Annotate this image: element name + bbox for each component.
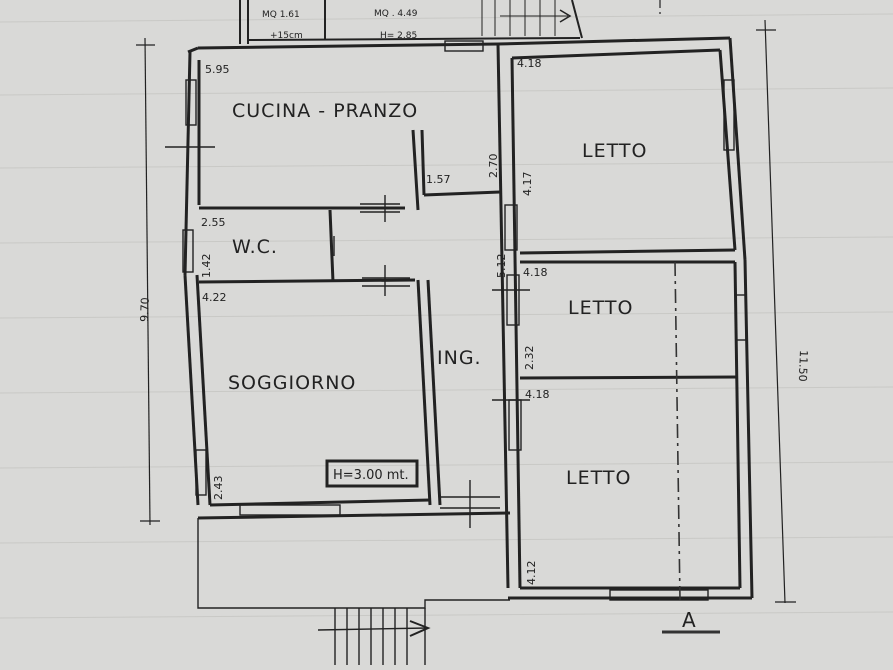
walls	[183, 36, 754, 600]
top-fragment	[239, 0, 583, 44]
room-label-kitchen: CUCINA - PRANZO	[232, 100, 418, 122]
section-marker: A	[682, 608, 696, 632]
dim-wc-depth: 1.42	[200, 254, 213, 279]
height-note: H=3.00 mt.	[333, 468, 409, 483]
room-label-bedroom-mid: LETTO	[568, 297, 633, 319]
room-label-bedroom-top: LETTO	[582, 140, 647, 162]
note-right-label: H= 2.85	[380, 31, 417, 41]
dim-kitchen-width: 5.95	[205, 63, 230, 76]
dim-kitchen-depth: 2.70	[487, 154, 500, 179]
room-label-living: SOGGIORNO	[228, 372, 356, 394]
note-left-label: +15cm	[270, 31, 303, 41]
dim-wc-width: 2.55	[201, 216, 226, 229]
section-axis	[662, 261, 720, 634]
mq-left-label: MQ 1.61	[262, 10, 300, 20]
dim-living-depth: 2.43	[212, 476, 225, 501]
dim-bed-top-width: 4.18	[517, 57, 542, 70]
dim-living-width: 4.22	[202, 291, 227, 304]
dimension-lines	[136, 0, 796, 604]
room-label-wc: W.C.	[232, 236, 278, 258]
room-label-entrance: ING.	[437, 347, 482, 369]
dim-bed-mid-width: 4.18	[523, 266, 548, 279]
room-label-bedroom-bottom: LETTO	[566, 467, 631, 489]
paper-lines	[0, 13, 893, 619]
terrace	[197, 518, 510, 665]
openings	[165, 40, 747, 601]
height-note-box	[325, 459, 419, 488]
dim-bed-bottom-width: 4.18	[525, 388, 550, 401]
dim-bed-bottom-depth: 4.12	[525, 561, 538, 586]
dim-bed-top-depth: 4.17	[521, 172, 534, 197]
dim-corridor: 5.12	[495, 254, 508, 279]
overall-right-dimension: 11.50	[796, 350, 810, 382]
dim-closet: 1.57	[426, 173, 451, 186]
overall-left-dimension: 9.70	[138, 297, 152, 322]
mq-right-label: MQ . 4.49	[374, 9, 418, 19]
dim-bed-mid-depth: 2.32	[523, 346, 536, 371]
